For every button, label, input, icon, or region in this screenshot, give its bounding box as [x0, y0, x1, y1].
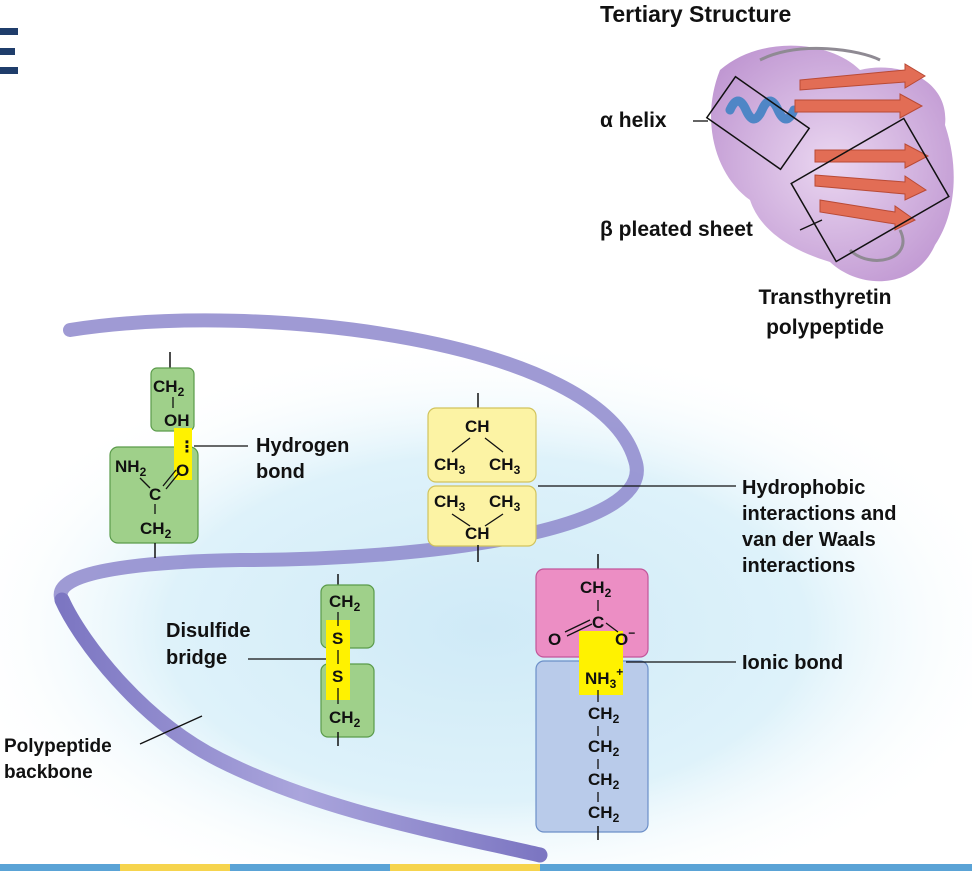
hydrogen-bond-group: CH2 OH ⋮ O NH2 C CH2 Hydrogen bond: [109, 352, 349, 558]
bottom-strip: [0, 864, 972, 871]
ionic-bond-highlight: [579, 631, 623, 695]
svg-text:CH: CH: [465, 417, 490, 436]
svg-text:O−: O−: [615, 626, 635, 649]
svg-text:S: S: [332, 667, 343, 686]
disulfide-bridge-group: CH2 S S CH2 Disulfide bridge: [166, 574, 375, 746]
hydrogen-bond-label-1: Hydrogen: [256, 435, 349, 457]
header-fragment: [0, 28, 18, 74]
svg-text:⋮: ⋮: [179, 439, 195, 456]
hydrophobic-label-1: Hydrophobic: [742, 477, 865, 499]
svg-text:CH3: CH3: [489, 492, 521, 514]
svg-text:O: O: [176, 461, 189, 480]
hydrogen-bond-label-2: bond: [256, 461, 305, 483]
disulfide-label-2: bridge: [166, 647, 227, 669]
sheet-arrows-graphic: [794, 63, 930, 231]
hydrophobic-group: CH CH3 CH3 CH3 CH3 CH Hydrophobic intera…: [427, 393, 896, 577]
svg-text:CH3: CH3: [489, 455, 521, 477]
helix-box: [705, 75, 811, 171]
svg-text:CH2: CH2: [588, 803, 620, 825]
svg-text:OH: OH: [164, 411, 190, 430]
svg-text:CH2: CH2: [588, 704, 620, 726]
hydrophobic-label-2: interactions and: [742, 503, 896, 525]
sheet-box: [790, 117, 950, 263]
backbone-label-1: Polypeptide: [4, 736, 112, 757]
svg-text:C: C: [592, 613, 604, 632]
transthyretin-ribbon-graphic: [705, 45, 954, 282]
hydrophobic-label-4: interactions: [742, 555, 855, 577]
lower-valine-box: [427, 485, 537, 547]
protein-name-line1: Transthyretin: [758, 286, 891, 309]
svg-text:CH3: CH3: [434, 492, 466, 514]
ionic-bond-group: CH2 C O O− NH3+ CH2 CH2 CH2 CH2 Ionic bo…: [535, 554, 843, 840]
svg-text:NH2: NH2: [115, 457, 147, 479]
protein-name-line2: polypeptide: [766, 316, 884, 339]
backbone-ribbon-back: [53, 313, 644, 607]
svg-text:CH2: CH2: [588, 737, 620, 759]
svg-text:S: S: [332, 629, 343, 648]
hydrogen-bond-highlight: [174, 428, 192, 480]
svg-text:CH2: CH2: [329, 708, 361, 730]
disulfide-label-1: Disulfide: [166, 620, 250, 642]
upper-valine-box: [427, 407, 537, 483]
helix-coil-graphic: [725, 96, 799, 124]
svg-text:CH2: CH2: [153, 377, 185, 399]
ionic-bond-label: Ionic bond: [742, 652, 843, 674]
alpha-helix-label: α helix: [600, 109, 667, 132]
backbone-label-2: backbone: [4, 762, 93, 783]
hydrophobic-label-3: van der Waals: [742, 529, 876, 551]
backbone-ribbon-front: [54, 592, 548, 863]
svg-text:C: C: [149, 485, 161, 504]
svg-text:O: O: [548, 630, 561, 649]
svg-text:NH3+: NH3+: [585, 665, 623, 691]
svg-text:CH2: CH2: [140, 519, 172, 541]
svg-text:CH3: CH3: [434, 455, 466, 477]
svg-text:CH2: CH2: [588, 770, 620, 792]
svg-text:CH2: CH2: [329, 592, 361, 614]
page-title: Tertiary Structure: [600, 1, 791, 27]
beta-sheet-label: β pleated sheet: [600, 218, 753, 241]
svg-text:CH: CH: [465, 524, 490, 543]
svg-text:CH2: CH2: [580, 578, 612, 600]
backbone-label-group: Polypeptide backbone: [4, 715, 203, 783]
